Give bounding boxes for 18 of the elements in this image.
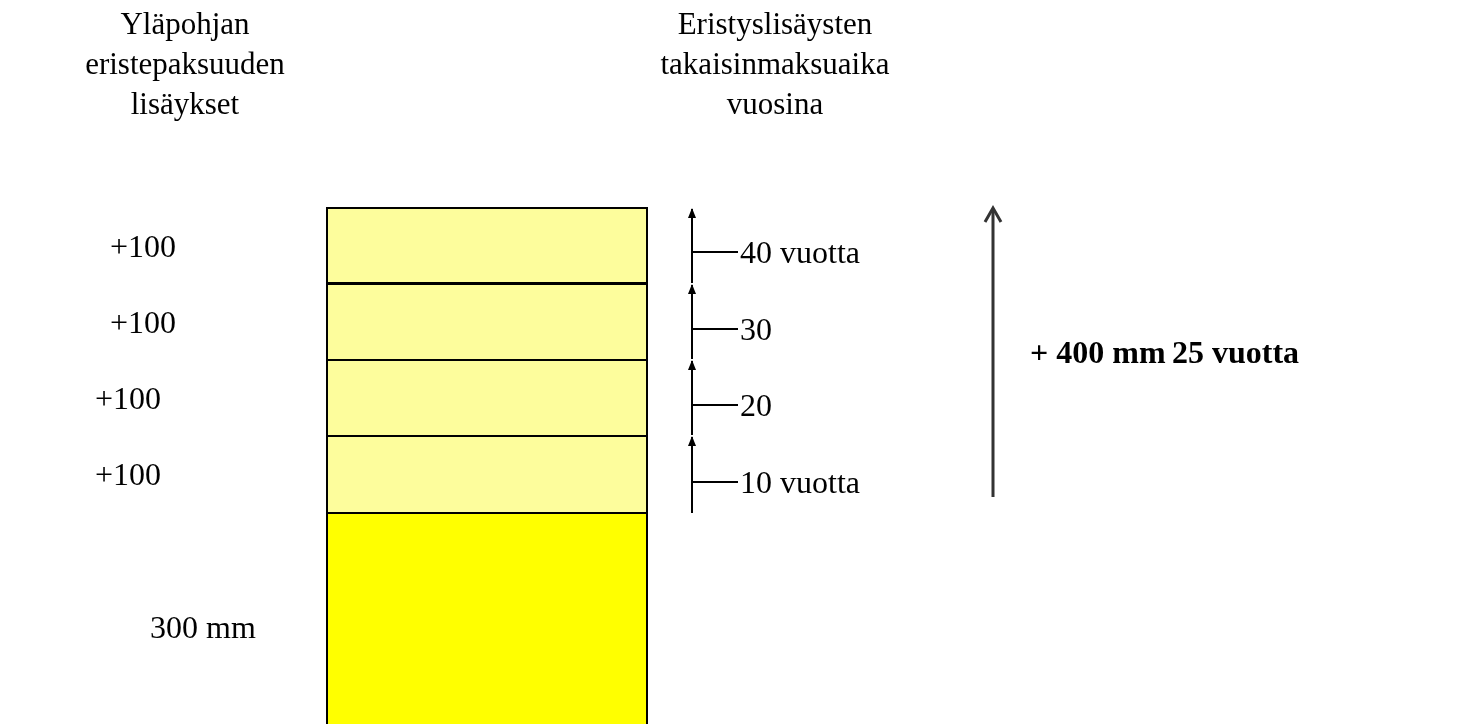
insulation-layer (326, 435, 648, 514)
thickness-label: +100 (110, 228, 177, 264)
payback-label: 30 (740, 311, 772, 347)
insulation-layer (326, 283, 648, 361)
payback-label: 40 vuotta (740, 234, 860, 270)
thickness-label: +100 (95, 380, 162, 416)
payback-label: 10 vuotta (740, 464, 860, 500)
thickness-label: +100 (110, 304, 177, 340)
total-label: + 400 mm (1030, 334, 1166, 370)
thickness-label: +100 (95, 456, 162, 492)
insulation-layer (326, 512, 648, 724)
insulation-layer (326, 207, 648, 284)
insulation-layer (326, 359, 648, 437)
total-label: 25 vuotta (1172, 334, 1300, 370)
thickness-label: 300 mm (150, 609, 256, 645)
payback-label: 20 (740, 387, 772, 423)
column-heading: Yläpohjan eristepaksuuden lisäykset (84, 5, 286, 123)
column-heading: Eristyslisäysten takaisinmaksuaika vuosina (659, 5, 891, 123)
